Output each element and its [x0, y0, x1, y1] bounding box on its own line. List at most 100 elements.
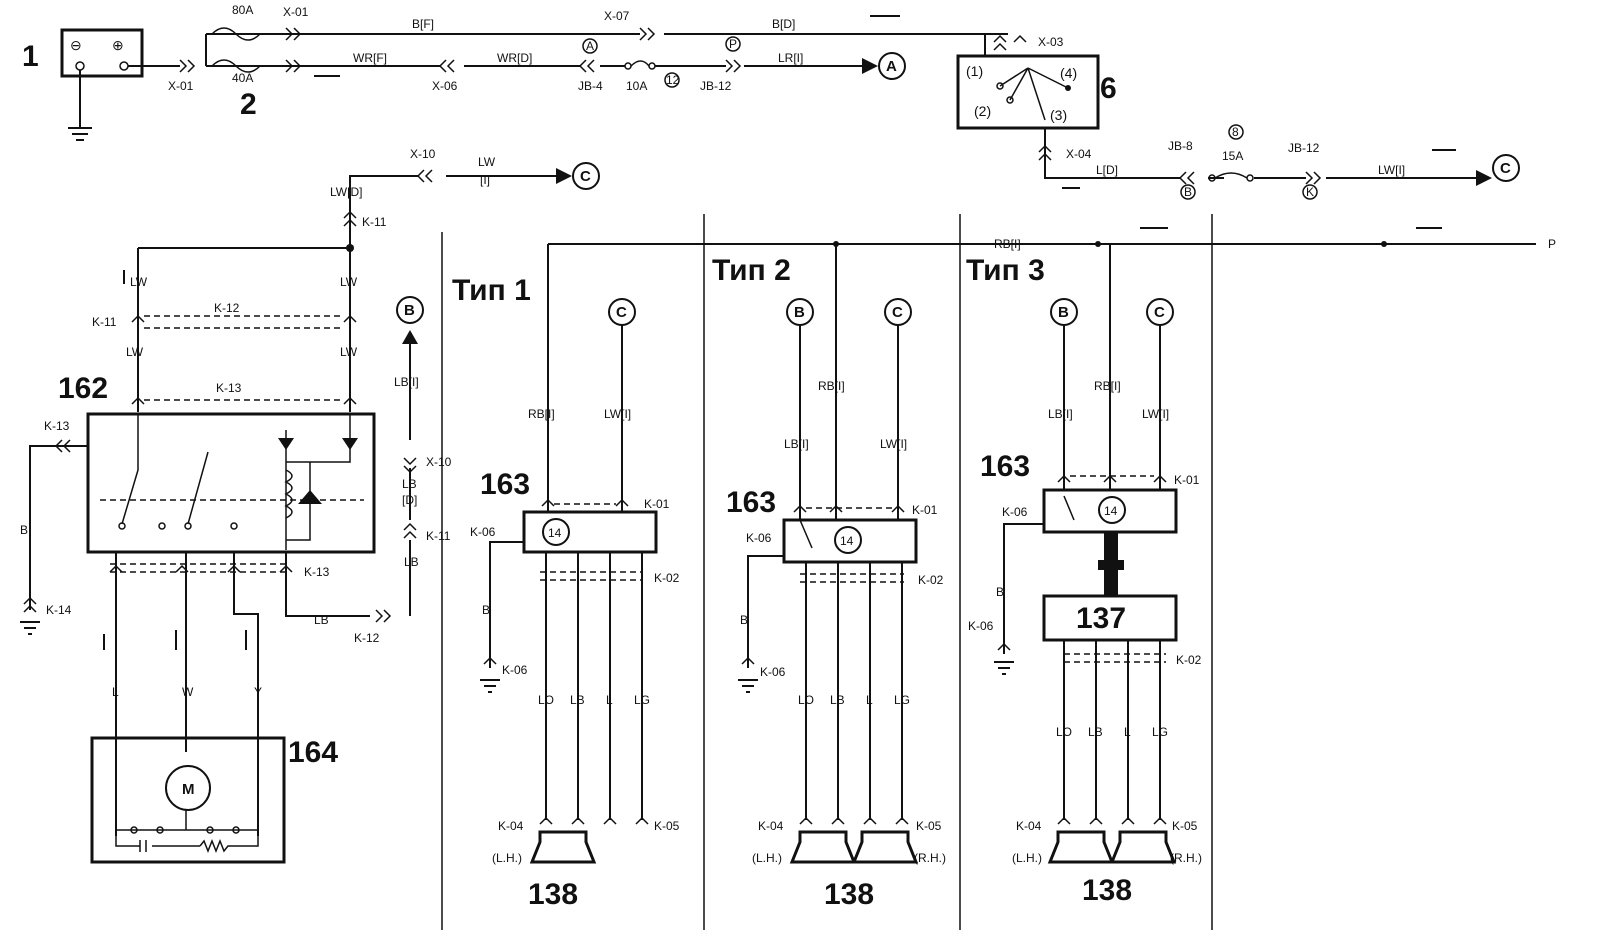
- fuse-10a-number: 12: [666, 73, 680, 87]
- conn-t1-k06a: K-06: [470, 525, 496, 539]
- conn-t3-k06b: K-06: [968, 619, 994, 633]
- wire-wrf: WR[F]: [353, 51, 387, 65]
- conn-t1-k06b: K-06: [502, 663, 528, 677]
- wire-t2-lb: LB: [830, 693, 845, 707]
- wire-lb-d2: [D]: [402, 493, 417, 507]
- conn-k12-b: K-12: [354, 631, 380, 645]
- wire-lw-top: LW: [478, 155, 496, 169]
- conn-x10-mid: X-10: [426, 455, 452, 469]
- wire-lw-3: LW: [126, 345, 144, 359]
- speaker-t2-rh: [851, 830, 919, 864]
- audio-unit-t3: 14: [1042, 488, 1178, 534]
- wire-t2-lg: LG: [894, 693, 910, 707]
- conn-jb12-top: JB-12: [700, 79, 732, 93]
- conn-jb8: JB-8: [1168, 139, 1193, 153]
- wire-t3-lw: LW[I]: [1142, 407, 1169, 421]
- conn-t3-k05: K-05: [1172, 819, 1198, 833]
- conn-jb4: JB-4: [578, 79, 603, 93]
- wire-t1-rb: RB[I]: [528, 407, 555, 421]
- battery-plus: ⊕: [112, 37, 124, 53]
- conn-k11-c: K-11: [426, 529, 451, 543]
- label-audio-t3: 163: [980, 450, 1030, 483]
- fuse-80a: 80A: [232, 3, 253, 17]
- wire-t3-lb: LB[I]: [1048, 407, 1073, 421]
- wire-lb-h: LB: [314, 613, 329, 627]
- wire-lw-top-i: [I]: [480, 173, 490, 187]
- terminal-4: (4): [1060, 65, 1077, 81]
- wire-ld: L[D]: [1096, 163, 1118, 177]
- wire-bf: B[F]: [412, 17, 434, 31]
- meter-t1: 14: [548, 526, 562, 540]
- amplifier-box: [1042, 594, 1178, 642]
- wire-t3-lb: LB: [1088, 725, 1103, 739]
- speaker-t2-lh: [789, 830, 857, 864]
- wire-lwi-mid: LW[I]: [1378, 163, 1405, 177]
- terminal-1: (1): [966, 63, 983, 79]
- wire-t3-lg: LG: [1152, 725, 1168, 739]
- wire-t3-b: B: [996, 585, 1004, 599]
- side-t2-rh: (R.H.): [914, 851, 946, 865]
- conn-x10-top: X-10: [410, 147, 436, 161]
- conn-x04: X-04: [1066, 147, 1092, 161]
- ref-b-t3: B: [1058, 304, 1069, 321]
- label-speakers-t1: 138: [528, 878, 578, 911]
- speaker-t3-lh: [1047, 830, 1115, 864]
- fuse-15a-number: 8: [1232, 125, 1239, 139]
- wire-rbi-bus: RB[I]: [994, 237, 1021, 251]
- conn-jb12-mid: JB-12: [1288, 141, 1320, 155]
- wire-lw-1: LW: [130, 275, 148, 289]
- conn-x06: X-06: [432, 79, 458, 93]
- meter-t3: 14: [1104, 504, 1118, 518]
- wire-t2-lw: LW[I]: [880, 437, 907, 451]
- conn-t2-k01: K-01: [912, 503, 938, 517]
- conn-t2-k06b: K-06: [760, 665, 786, 679]
- wire-t3-rb: RB[I]: [1094, 379, 1121, 393]
- label-audio-t1: 163: [480, 468, 530, 501]
- conn-t3-k04: K-04: [1016, 819, 1042, 833]
- conn-x01-top: X-01: [283, 5, 309, 19]
- motor-unit: M: [90, 736, 286, 864]
- terminal-3: (3): [1050, 107, 1067, 123]
- wire-motor-w: W: [182, 685, 194, 699]
- conn-k13-c: K-13: [304, 565, 330, 579]
- motor-symbol: M: [182, 781, 195, 798]
- wire-t1-lb: LB: [570, 693, 585, 707]
- wire-t3-lo: LO: [1056, 725, 1072, 739]
- label-motor-unit: 164: [288, 736, 338, 769]
- label-speakers-t2: 138: [824, 878, 874, 911]
- wire-t3-l: L: [1124, 725, 1131, 739]
- conn-t1-k04: K-04: [498, 819, 524, 833]
- wire-b-left: B: [20, 523, 28, 537]
- type-1-label: Тип 1: [452, 274, 531, 307]
- label-amplifier: 137: [1076, 602, 1126, 635]
- conn-t2-k04: K-04: [758, 819, 784, 833]
- audio-unit-t2: 14: [782, 518, 918, 564]
- ref-b-left: B: [404, 302, 415, 319]
- speaker-t3-rh: [1109, 830, 1177, 864]
- wire-lb-d1: LB: [402, 477, 417, 491]
- conn-t1-k01: K-01: [644, 497, 670, 511]
- wire-t2-lb: LB[I]: [784, 437, 809, 451]
- wire-t1-l: L: [606, 693, 613, 707]
- conn-t2-k06a: K-06: [746, 531, 772, 545]
- conn-t3-k01: K-01: [1174, 473, 1200, 487]
- wire-t1-lw: LW[I]: [604, 407, 631, 421]
- side-t3-rh: (R.H.): [1170, 851, 1202, 865]
- wire-lw-2: LW: [340, 275, 358, 289]
- conn-t3-k02: K-02: [1176, 653, 1202, 667]
- label-speakers-t3: 138: [1082, 874, 1132, 907]
- ref-p-small: P: [729, 37, 737, 51]
- relay-box: [86, 412, 376, 554]
- ignition-switch: (1) (2) (3) (4): [956, 54, 1100, 130]
- conn-k13-b: K-13: [44, 419, 70, 433]
- wire-p-end: P: [1548, 237, 1556, 251]
- ref-c-top: C: [580, 168, 591, 185]
- ref-c-right: C: [1500, 160, 1511, 177]
- ref-a: A: [886, 58, 897, 75]
- label-fusible-links: 2: [240, 88, 257, 121]
- conn-x07: X-07: [604, 9, 630, 23]
- ref-b-small: B: [1184, 185, 1192, 199]
- speaker-t1-lh: [529, 830, 597, 864]
- conn-k11-b: K-11: [92, 315, 117, 329]
- ref-c-t1: C: [616, 304, 627, 321]
